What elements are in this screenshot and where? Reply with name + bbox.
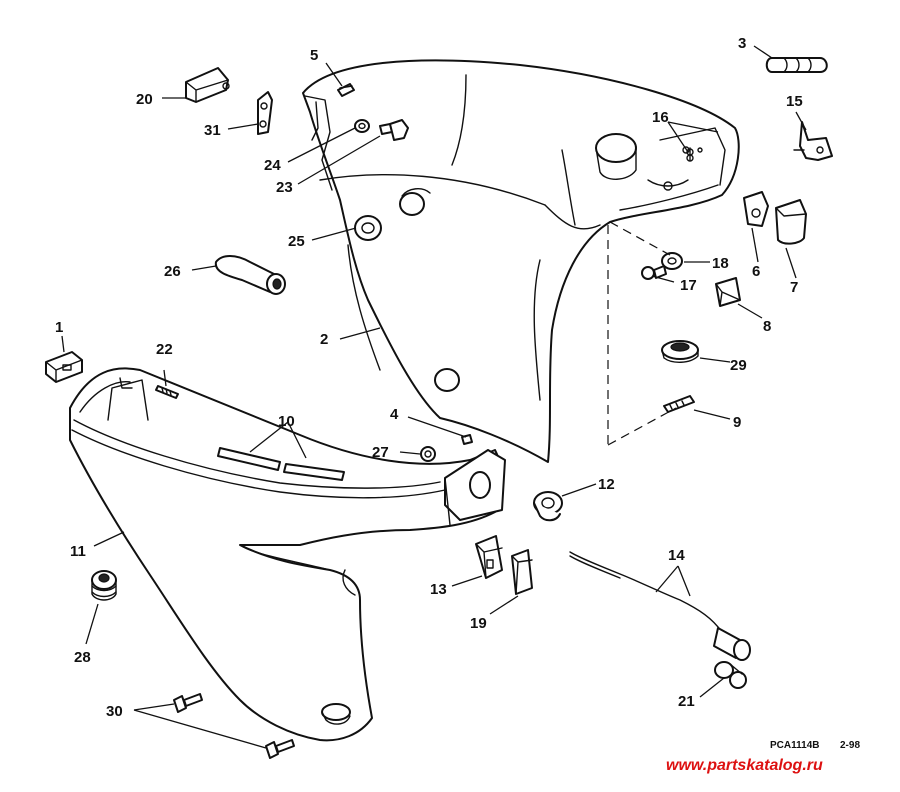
callout-24: 24 (264, 157, 281, 174)
part-19-cap (511, 549, 533, 595)
part-17-screw (641, 265, 667, 280)
part-10-strips (217, 447, 345, 481)
part-23-bolt (379, 119, 409, 141)
reference-date: 2-98 (840, 740, 860, 751)
callout-29: 29 (730, 357, 747, 374)
part-29-grommet (661, 340, 699, 363)
callout-26: 26 (164, 263, 181, 280)
callout-22: 22 (156, 341, 173, 358)
callout-31: 31 (204, 122, 221, 139)
leader-lines (61, 45, 807, 749)
part-11-lower-cover (69, 367, 506, 742)
part-3-grip (765, 57, 828, 73)
callout-30: 30 (106, 703, 123, 720)
callout-10: 10 (278, 413, 295, 430)
callout-labels: 1 2 3 4 5 6 7 8 9 10 11 12 13 14 15 16 1… (55, 35, 803, 720)
part-25-grommet (354, 215, 382, 241)
part-4-nut (461, 434, 473, 445)
part-5-screw (337, 83, 355, 97)
callout-3: 3 (738, 35, 746, 52)
callout-5: 5 (310, 47, 318, 64)
part-6-clip (743, 191, 769, 227)
callout-27: 27 (372, 444, 389, 461)
part-8-block (715, 277, 741, 307)
part-28-grommet (91, 570, 117, 601)
callout-28: 28 (74, 649, 91, 666)
callout-12: 12 (598, 476, 615, 493)
part-21-grommet (714, 661, 747, 689)
part-13-clip (475, 535, 503, 579)
callout-25: 25 (288, 233, 305, 250)
callout-13: 13 (430, 581, 447, 598)
part-27-locknut (420, 446, 436, 462)
callout-6: 6 (752, 263, 760, 280)
callout-4: 4 (390, 406, 399, 423)
callout-11: 11 (70, 543, 86, 560)
part-12-button (533, 491, 563, 522)
reference-code: PCA1114B (770, 740, 819, 751)
part-26-tube (214, 255, 286, 295)
part-20-grip (185, 67, 230, 103)
callout-17: 17 (680, 277, 697, 294)
part-18-washer (661, 252, 683, 270)
part-22-screw (155, 385, 179, 399)
callout-14: 14 (668, 547, 685, 564)
callout-18: 18 (712, 255, 729, 272)
callout-8: 8 (763, 318, 771, 335)
callout-16: 16 (652, 109, 669, 126)
part-14-cable (569, 551, 751, 661)
callout-1: 1 (55, 319, 63, 336)
callout-21: 21 (678, 693, 695, 710)
callout-9: 9 (733, 414, 741, 431)
alignment-line-lower (607, 407, 677, 446)
callout-19: 19 (470, 615, 487, 632)
part-9-screw (663, 395, 695, 413)
callout-15: 15 (786, 93, 803, 110)
part-2-upper-cover (302, 59, 740, 463)
part-31-clip (257, 91, 273, 135)
callout-7: 7 (790, 279, 798, 296)
part-30-screws (173, 693, 295, 759)
part-1-latch (45, 351, 83, 383)
part-7-cap (775, 199, 807, 245)
callout-20: 20 (136, 91, 153, 108)
part-16-screws (682, 146, 694, 162)
part-24-washer (354, 119, 370, 133)
watermark-url: www.partskatalog.ru (666, 757, 823, 774)
callout-23: 23 (276, 179, 293, 196)
alignment-line-upper (609, 221, 671, 256)
callout-2: 2 (320, 331, 328, 348)
part-15-bracket (793, 121, 833, 161)
